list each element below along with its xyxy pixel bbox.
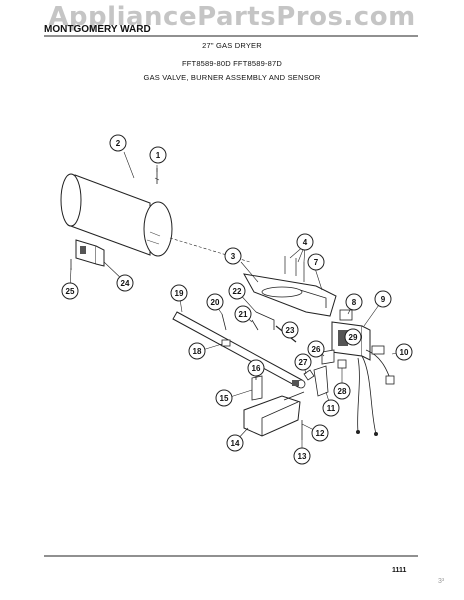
callout-label: 18	[193, 347, 202, 356]
callout-21: 21	[234, 305, 252, 323]
callout-label: 4	[303, 238, 308, 247]
drum-part	[60, 173, 251, 263]
callout-label: 22	[233, 287, 242, 296]
section-title: GAS VALVE, BURNER ASSEMBLY AND SENSOR	[143, 73, 321, 82]
callout-label: 8	[352, 298, 357, 307]
callout-13: 13	[293, 447, 311, 465]
callout-label: 9	[381, 295, 386, 304]
callout-8: 8	[345, 293, 363, 311]
callout-label: 21	[239, 310, 248, 319]
callout-2: 2	[109, 134, 127, 152]
model-numbers: FFT8589-80D FFT8589-87D	[181, 59, 283, 68]
callout-18: 18	[188, 342, 206, 360]
callout-22: 22	[228, 282, 246, 300]
callout-23: 23	[281, 321, 299, 339]
callout-29: 29	[344, 328, 362, 346]
diagram-title: 27" GAS DRYER	[202, 41, 262, 50]
corner-mark: 3³	[438, 578, 445, 585]
callout-label: 28	[338, 387, 347, 396]
callout-label: 26	[312, 345, 321, 354]
callout-3: 3	[224, 247, 242, 265]
clip-part-12	[292, 380, 299, 386]
callout-label: 3	[231, 252, 236, 261]
callout-19: 19	[170, 284, 188, 302]
callout-20: 20	[206, 293, 224, 311]
bracket-part-22	[255, 311, 275, 330]
callout-label: 24	[121, 279, 130, 288]
callout-28: 28	[333, 382, 351, 400]
watermark: AppliancePartsPros.com	[48, 2, 416, 32]
screw-part-20	[221, 313, 227, 331]
callout-15: 15	[215, 389, 233, 407]
callout-label: 16	[252, 364, 261, 373]
callout-label: 25	[66, 287, 75, 296]
callout-label: 29	[349, 333, 358, 342]
fitting-part-26	[321, 349, 335, 365]
callout-27: 27	[294, 353, 312, 371]
fitting-part-27	[303, 369, 315, 381]
bracket-part-18	[221, 339, 231, 347]
callout-label: 19	[175, 289, 184, 298]
callout-label: 13	[298, 452, 307, 461]
callout-25: 25	[61, 282, 79, 300]
callout-10: 10	[395, 343, 413, 361]
callout-label: 10	[400, 348, 409, 357]
callout-4: 4	[296, 233, 314, 251]
bracket-part-24	[75, 239, 105, 267]
bracket-part-15	[251, 375, 263, 401]
callout-label: 23	[286, 326, 295, 335]
callout-26: 26	[307, 340, 325, 358]
callout-1: 1	[149, 146, 167, 164]
callout-label: 27	[299, 358, 308, 367]
screw-part-21	[251, 319, 259, 331]
callout-14: 14	[226, 434, 244, 452]
fitting-part-28	[337, 359, 347, 369]
page-number: 1111	[392, 567, 407, 574]
callout-label: 15	[220, 394, 229, 403]
valve-bracket-part-14	[243, 391, 305, 437]
callout-label: 7	[314, 258, 319, 267]
callout-label: 20	[211, 298, 220, 307]
burner-assembly-part-3	[243, 256, 337, 317]
callout-label: 12	[316, 429, 325, 438]
callout-16: 16	[247, 359, 265, 377]
wire-harness-part-10	[356, 345, 395, 436]
callout-label: 11	[327, 404, 336, 413]
callout-label: 1	[156, 151, 161, 160]
callout-7: 7	[307, 253, 325, 271]
callout-label: 2	[116, 139, 121, 148]
callout-11: 11	[322, 399, 340, 417]
callout-9: 9	[374, 290, 392, 308]
callout-12: 12	[311, 424, 329, 442]
fitting-part-11	[313, 365, 329, 397]
brand-label: MONTGOMERY WARD	[44, 24, 151, 35]
callout-label: 14	[231, 439, 240, 448]
callout-24: 24	[116, 274, 134, 292]
